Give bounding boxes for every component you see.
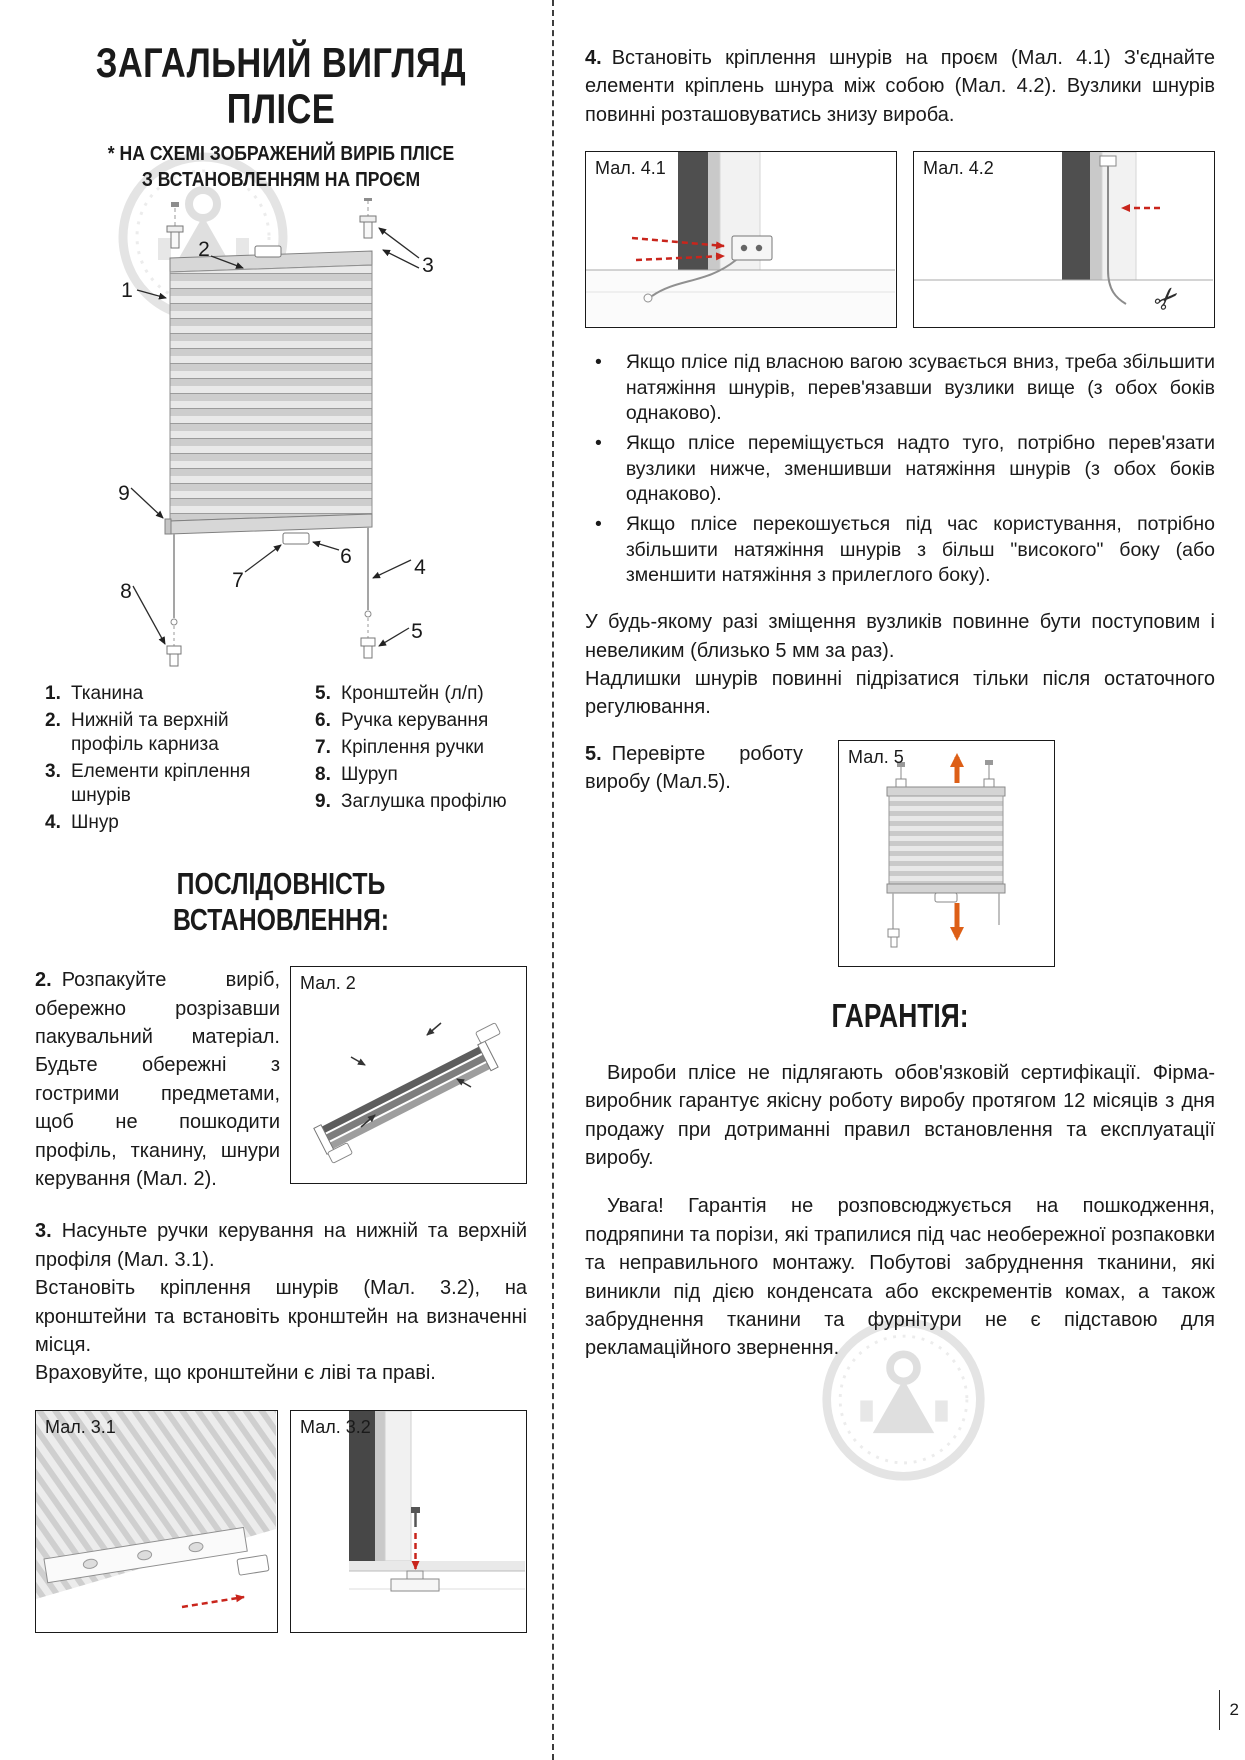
figure-label: Мал. 4.2: [923, 158, 994, 179]
step-3-paragraph: 3.Насуньте ручки керування на нижній та …: [35, 1220, 527, 1385]
legend-item: 4.Шнур: [45, 812, 119, 834]
figure-3-1-drawing: [36, 1410, 276, 1609]
step-5-paragraph: 5.Перевірте роботу виробу (Мал.5).: [585, 742, 803, 794]
legend-item: 1.Тканина: [45, 682, 144, 704]
legend-item: 9.Заглушка профілю: [315, 791, 507, 813]
profile-end-cap: [164, 518, 172, 535]
figure-label: Мал. 3.1: [45, 1416, 116, 1437]
list-item: • Якщо плісе перекошується під час корис…: [585, 512, 1215, 588]
left-column: ЗАГАЛЬНИЙ ВИГЛЯД ПЛІСЕ * НА СХЕМІ ЗОБРАЖ…: [35, 39, 527, 1633]
parts-legend: 1.Тканина 2.Нижній та верхній профіль ка…: [35, 682, 527, 839]
figure-2-drawing: [313, 1022, 501, 1164]
figure-4-1: Мал. 4.1: [585, 151, 897, 329]
callout-3: 3: [422, 254, 434, 277]
brand-watermark-icon: [822, 1318, 985, 1481]
figures-3-row: Мал. 3.1: [35, 1409, 527, 1633]
legend-item: 2.Нижній та верхній профіль карниза: [45, 709, 229, 755]
cord-left: [166, 533, 182, 667]
section-heading-warranty: ГАРАНТІЯ:: [831, 996, 969, 1034]
step-number: 2.: [35, 969, 52, 992]
title-note: * НА СХЕМІ ЗОБРАЖЕНИЙ ВИРІБ ПЛІСЕ З ВСТА…: [107, 143, 455, 191]
callout-2: 2: [198, 238, 210, 261]
figure-label: Мал. 5: [848, 746, 904, 767]
page-footer: 2: [1218, 1690, 1239, 1730]
title-line: ПЛІСЕ: [226, 85, 336, 133]
top-bracket-left: [166, 201, 184, 249]
figure-label: Мал. 3.2: [300, 1416, 371, 1437]
figure-label: Мал. 4.1: [595, 158, 666, 179]
figure-3-2: Мал. 3.2: [290, 1409, 527, 1633]
top-bracket-right: [359, 197, 377, 239]
legend-item: 7.Кріплення ручки: [315, 736, 485, 758]
adjustment-notes-list: • Якщо плісе під власною вагою зсуваєтьс…: [585, 350, 1215, 588]
callout-8: 8: [120, 580, 132, 603]
figure-2: Мал. 2: [290, 966, 527, 1185]
step-number: 5.: [585, 742, 602, 765]
scissors-icon: ✂: [1147, 279, 1188, 320]
warranty-paragraph-2: Увага! Гарантія не розповсюджується на п…: [585, 1195, 1215, 1360]
figures-4-row: Мал. 4.1: [585, 151, 1215, 329]
title-line: ЗАГАЛЬНИЙ ВИГЛЯД: [95, 39, 467, 86]
legend-column-2: 5.Кронштейн (л/п) 6.Ручка керування 7.Кр…: [297, 682, 527, 839]
footer-divider: [1218, 1690, 1220, 1730]
legend-item: 8.Шуруп: [315, 763, 398, 785]
callout-6: 6: [340, 545, 352, 568]
column-divider: [552, 0, 554, 1760]
legend-item: 3.Елементи кріплення шнурів: [45, 760, 251, 807]
fabric: [169, 264, 373, 522]
pleated-blind-diagram: 1 2 3 4 5 6 7 8 9: [118, 197, 434, 667]
figure-4-1-drawing: [586, 152, 895, 327]
right-column: 4.Встановіть кріплення шнурів на проєм (…: [585, 44, 1215, 1363]
callout-1: 1: [121, 279, 133, 302]
step-4-paragraph: 4.Встановіть кріплення шнурів на проєм (…: [585, 47, 1215, 126]
step-2-paragraph: 2.Розпакуйте виріб, обережно розрізавши …: [35, 969, 280, 1191]
figure-5-drawing: [886, 752, 1006, 948]
top-handle: [254, 245, 282, 258]
list-item: • Якщо плісе під власною вагою зсуваєтьс…: [585, 350, 1215, 426]
figure-5: Мал. 5: [838, 739, 1055, 967]
step-number: 3.: [35, 1220, 52, 1243]
page-number: 2: [1229, 1700, 1239, 1719]
callout-9: 9: [118, 482, 130, 505]
figure-3-1: Мал. 3.1: [35, 1409, 278, 1633]
bullet-icon: •: [595, 351, 602, 374]
bottom-handle: [282, 532, 310, 545]
warranty-paragraph-1: Вироби плісе не підлягають обов'язковій …: [585, 1061, 1215, 1169]
legend-item: 6.Ручка керування: [315, 709, 489, 731]
figure-4-2: Мал. 4.2 ✂: [913, 151, 1215, 329]
overview-diagram: 1 2 3 4 5 6 7 8 9: [35, 197, 527, 670]
callout-4: 4: [414, 556, 426, 579]
callout-numbers: 1 2 3 4 5 6 7 8 9: [118, 238, 434, 643]
leader-lines: [130, 226, 420, 647]
legend-item: 5.Кронштейн (л/п): [315, 682, 484, 704]
step-2-block: 2.Розпакуйте виріб, обережно розрізавши …: [35, 966, 527, 1193]
bullet-icon: •: [595, 432, 602, 455]
step-number: 4.: [585, 47, 602, 69]
legend-column-1: 1.Тканина 2.Нижній та верхній профіль ка…: [35, 682, 297, 839]
figure-3-2-drawing: [349, 1410, 525, 1592]
note-paragraph: У будь-якому разі зміщення вузликів пови…: [585, 611, 1215, 719]
step-5-block: 5.Перевірте роботу виробу (Мал.5). Мал. …: [585, 739, 1215, 967]
section-heading-installation: ПОСЛІДОВНІСТЬ ВСТАНОВЛЕННЯ:: [172, 866, 390, 938]
figure-label: Мал. 2: [300, 973, 356, 994]
figure-4-2-drawing: ✂: [914, 152, 1213, 320]
bullet-icon: •: [595, 513, 602, 536]
page-title: ЗАГАЛЬНИЙ ВИГЛЯД ПЛІСЕ: [79, 39, 482, 133]
cord-right: [360, 526, 376, 659]
list-item: • Якщо плісе переміщується надто туго, п…: [585, 431, 1215, 507]
callout-5: 5: [411, 620, 423, 643]
callout-7: 7: [232, 569, 244, 592]
